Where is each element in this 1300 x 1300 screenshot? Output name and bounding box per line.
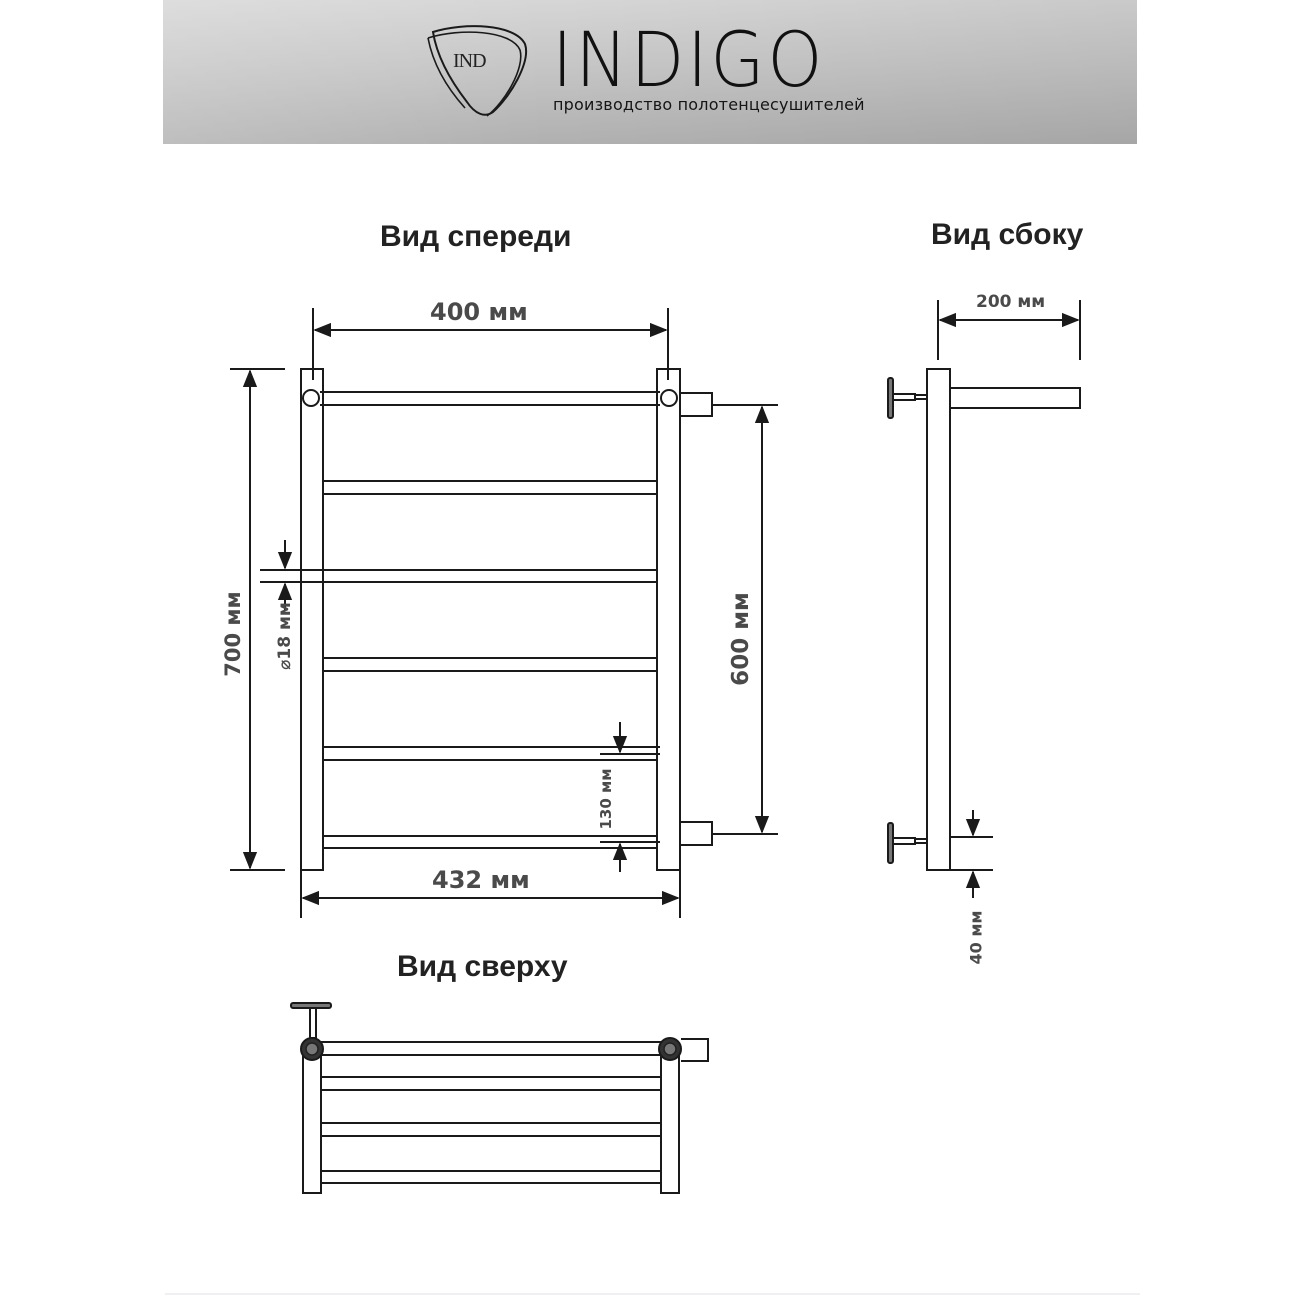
dim-bottom-offset: 40 мм [966,910,986,965]
wall-bracket-top [887,377,928,419]
dim-connection-distance: 600 мм [728,592,754,686]
dim-width-centers: 400 мм [430,298,528,326]
dim-rung-spacing: 130 мм [597,768,615,830]
header-banner [163,0,1137,144]
logo-mark-text: IND [453,50,487,72]
top-view-title: Вид сверху [397,950,568,983]
logo-shield-icon [427,25,528,117]
dim-overall-height: 700 мм [221,591,245,677]
front-view-title: Вид спереди [380,220,572,253]
brand-tagline: производство полотенцесушителей [553,95,865,114]
side-view-title: Вид сбоку [931,218,1084,251]
front-view-drawing [230,308,778,918]
wall-bracket-bottom [887,822,928,864]
dim-overall-width: 432 мм [432,866,530,894]
brand-name: INDIGO [552,15,826,104]
side-view-drawing [887,300,1081,898]
footer-divider [165,1293,1140,1295]
dim-depth: 200 мм [976,292,1046,312]
dim-pipe-diameter: ⌀18 мм [275,602,295,670]
top-view-drawing [290,1002,709,1194]
